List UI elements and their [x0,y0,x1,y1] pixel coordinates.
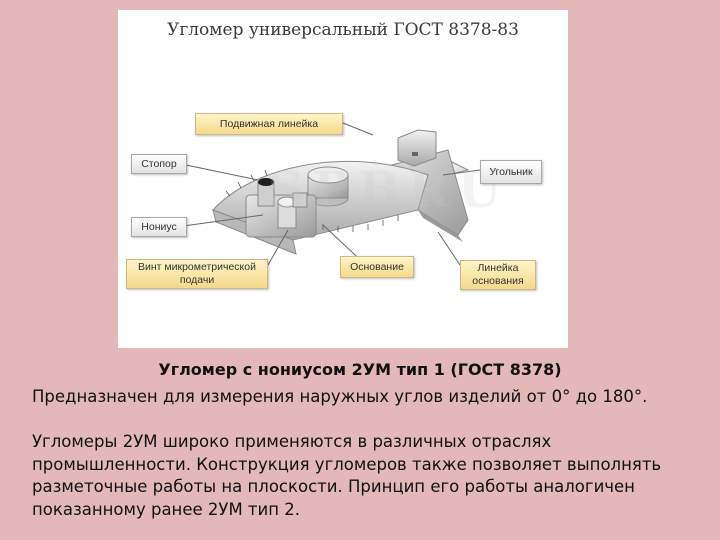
figure-title: Угломер универсальный ГОСТ 8378-83 [167,20,519,40]
label-nonius: Нониус [131,217,187,237]
watermark: SPBRU [268,160,510,219]
label-square: Угольник [480,160,542,184]
label-base-ruler: Линейка основания [460,260,536,290]
paragraph-description: Угломеры 2УМ широко применяются в различ… [32,432,662,519]
goniometer-illustration [175,122,481,268]
label-micrometric-screw: Винт микрометрической подачи [126,259,268,289]
label-base: Основание [340,256,414,278]
goniometer-figure: SPBRU Угломер универсальный ГОСТ 8378-83… [118,10,568,348]
paragraph-purpose: Предназначен для измерения наружных угло… [32,387,648,406]
figure-caption: Угломер с нониусом 2УМ тип 1 (ГОСТ 8378) [158,360,562,379]
label-movable-ruler: Подвижная линейка [195,113,343,135]
label-stopper: Стопор [131,154,187,174]
